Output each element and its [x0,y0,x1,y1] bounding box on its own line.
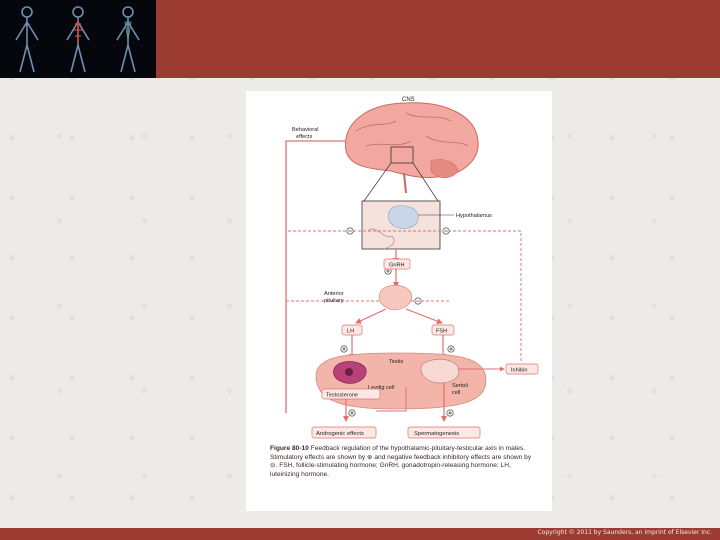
sertoli-cell-label: Sertoli [452,383,468,389]
spermatogenesis-label: Spermatogenesis [414,431,459,437]
brain-illustration [344,102,479,194]
anterior-pituitary-label-2: pituitary [324,298,344,304]
gnrh-box [383,258,411,270]
testosterone-label: Testosterone [326,393,358,399]
figure-caption: Figure 80-10 Feedback regulation of the … [270,445,540,479]
anatomy-figures-image [0,0,156,78]
footer-bar: Copyright © 2011 by Saunders, an imprint… [0,528,720,540]
testosterone-feedback-line [285,140,346,413]
hypothalamus-label: Hypothalamus [456,213,492,219]
spermatogenesis-box [407,426,481,439]
behavioral-effects-label-2: effects [296,134,313,140]
header-bar [0,0,720,78]
sertoli-cell-label-2: cell [452,390,460,396]
feedback-diagram: CNS Hypothalamus Behavioral effects GnRH… [285,97,539,439]
anterior-pituitary-label: Anterior [324,291,344,297]
behavioral-effects-label: Behavioral [292,127,318,133]
lh-label: LH [347,329,354,335]
figure-card: CNS Hypothalamus Behavioral effects GnRH… [246,91,552,511]
figure-caption-text: Feedback regulation of the hypothalamic-… [270,445,532,478]
gnrh-label: GnRH [389,263,405,269]
zoom-source-box [390,146,414,164]
inhibin-box [505,363,539,375]
inhibin-label: Inhibin [511,368,527,374]
cns-label: CNS [402,97,415,103]
fsh-label: FSH [436,329,447,335]
hypothalamus-zoom [361,200,441,250]
androgenic-effects-label: Androgenic effects [316,431,364,437]
figure-number: Figure 80-10 [270,445,309,452]
leydig-cell-label: Leydig cell [368,385,394,391]
testis-label: Testis [389,359,404,365]
copyright-text: Copyright © 2011 by Saunders, an imprint… [537,529,712,536]
pituitary-illustration [378,284,413,311]
testosterone-box [321,388,381,400]
androgenic-effects-box [311,426,377,439]
